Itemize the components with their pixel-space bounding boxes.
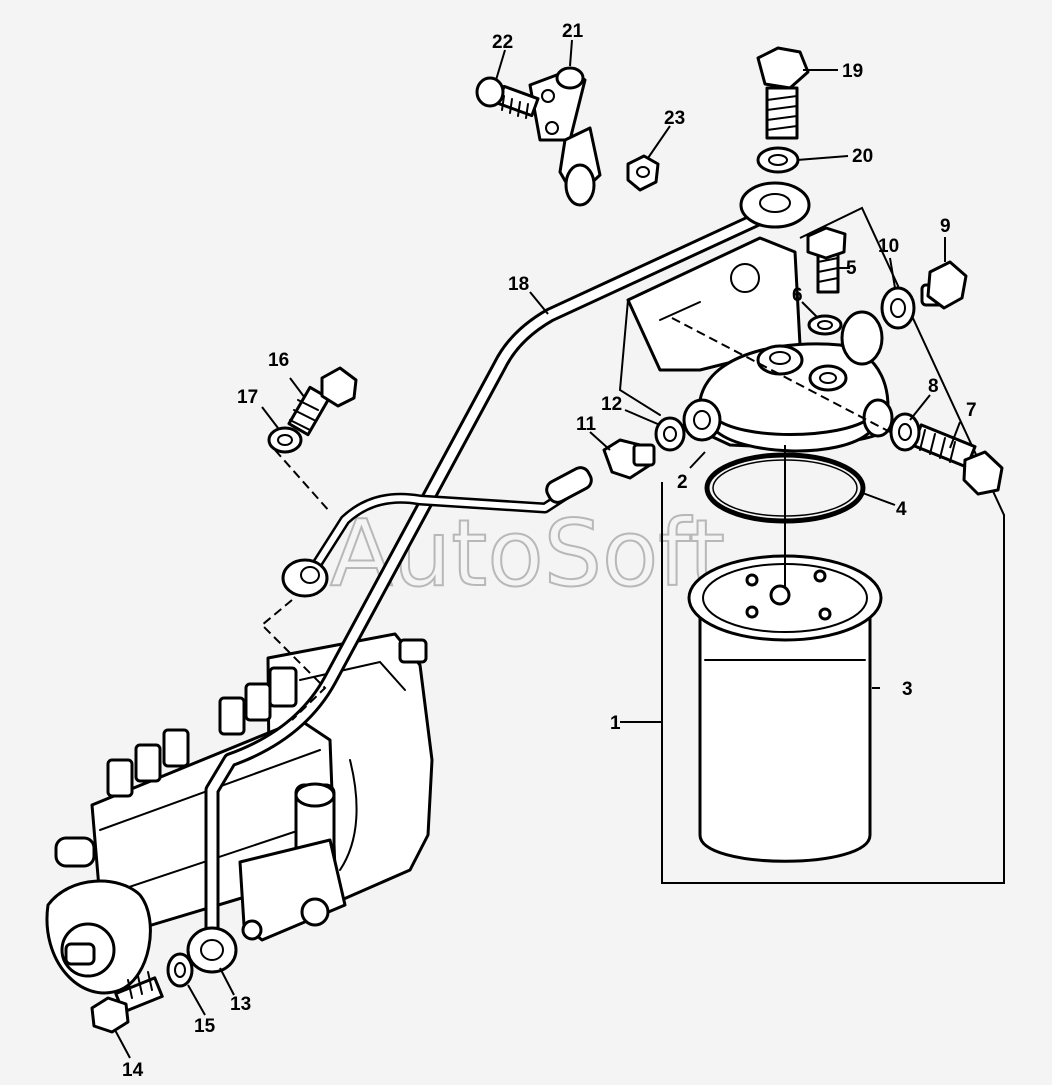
fuel-pipe bbox=[186, 181, 811, 974]
bolt-5 bbox=[806, 226, 847, 294]
callout-12: 12 bbox=[601, 394, 622, 415]
bolt-14 bbox=[90, 971, 164, 1034]
callout-19: 19 bbox=[842, 61, 863, 82]
washer-12 bbox=[654, 416, 686, 452]
filter-cartridge bbox=[687, 445, 883, 863]
callout-16: 16 bbox=[268, 350, 289, 371]
callout-15: 15 bbox=[194, 1016, 216, 1037]
clamp-bolt bbox=[475, 76, 540, 119]
callout-10: 10 bbox=[878, 236, 899, 257]
callout-labels: 1 2 3 4 5 6 7 8 9 10 11 12 13 14 15 16 1… bbox=[122, 21, 977, 1081]
washer-10 bbox=[880, 286, 916, 330]
washer-17 bbox=[267, 426, 303, 454]
washer-8 bbox=[889, 412, 921, 452]
callout-7: 7 bbox=[966, 400, 977, 421]
callout-2: 2 bbox=[677, 472, 688, 493]
callout-4: 4 bbox=[896, 499, 907, 520]
callout-5: 5 bbox=[846, 258, 857, 279]
callout-22: 22 bbox=[492, 32, 513, 53]
watermark: AutoSoft bbox=[330, 500, 725, 607]
callout-9: 9 bbox=[940, 216, 951, 237]
bolt-7 bbox=[911, 423, 1004, 496]
callout-18: 18 bbox=[508, 274, 529, 295]
callout-13: 13 bbox=[230, 994, 251, 1015]
callout-21: 21 bbox=[562, 21, 584, 42]
banjo-fitting-lower bbox=[186, 926, 238, 974]
washer-top bbox=[756, 146, 800, 174]
pipe-clamp bbox=[528, 66, 602, 207]
union-fitting bbox=[602, 438, 656, 480]
bleed-plug bbox=[920, 260, 968, 310]
fuel-injection-pump bbox=[45, 632, 434, 995]
leader-lines bbox=[114, 39, 961, 1059]
callout-3: 3 bbox=[902, 679, 913, 700]
callout-23: 23 bbox=[664, 108, 685, 129]
callout-14: 14 bbox=[122, 1060, 144, 1081]
callout-20: 20 bbox=[852, 146, 873, 167]
callout-1: 1 bbox=[610, 713, 621, 734]
callout-8: 8 bbox=[928, 376, 939, 397]
filter-head bbox=[618, 236, 894, 453]
return-pipe bbox=[260, 449, 593, 721]
washer-15 bbox=[166, 952, 194, 988]
clamp-nut bbox=[626, 154, 660, 192]
banjo-bolt-top bbox=[756, 46, 810, 140]
banjo-fitting-upper bbox=[739, 181, 811, 229]
callout-17: 17 bbox=[237, 387, 258, 408]
washer-6 bbox=[807, 314, 843, 336]
bolt-16 bbox=[287, 366, 358, 437]
callout-11: 11 bbox=[576, 414, 597, 435]
assembly-bracket bbox=[661, 206, 1005, 884]
callout-6: 6 bbox=[792, 285, 803, 306]
